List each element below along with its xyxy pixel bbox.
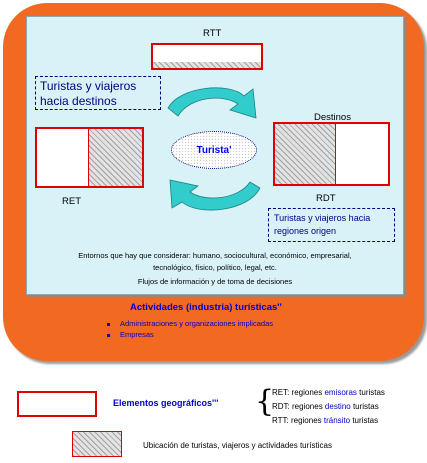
activities-title: Actividades (industria) turísticas'' [130, 302, 282, 313]
arrow-to-destination-icon [167, 87, 257, 119]
rtt-label: RTT [203, 28, 222, 39]
legend-line-rdt: RDT: regiones destino turistas [272, 402, 379, 411]
return-flow-box: Turistas y viajeros hacia regiones orige… [268, 208, 395, 242]
legend-hatch-swatch [72, 431, 122, 457]
outbound-flow-box: Turistas y viajeros hacia destinos [35, 76, 161, 110]
bullet-icon [107, 333, 110, 337]
rtt-box [151, 43, 263, 70]
activities-item: Empresas [107, 330, 154, 339]
bullet-icon [107, 322, 110, 326]
ret-label: RET [62, 196, 81, 207]
brace-icon: { [255, 384, 275, 419]
environments-text: Entornos que hay que considerar: humano,… [78, 251, 352, 272]
ret-hatch [88, 129, 142, 186]
ret-box [35, 127, 144, 188]
legend-geo-swatch [17, 391, 97, 417]
rtt-hatch [153, 62, 261, 68]
arrow-to-origin-icon [169, 179, 261, 211]
turista-node: Turista' [171, 131, 257, 169]
legend-hatch-text: Ubicación de turistas, viajeros y activi… [143, 441, 332, 450]
rdt-label: RDT [316, 193, 336, 204]
legend-line-ret: RET: regiones emisoras turistas [272, 388, 385, 397]
rdt-box [273, 122, 390, 186]
rdt-hatch [275, 124, 336, 184]
activities-item: Administraciones y organizaciones implic… [107, 319, 273, 328]
legend-geo-title: Elementos geográficos''' [113, 398, 219, 408]
destinos-label: Destinos [314, 112, 351, 123]
legend-line-rtt: RTT: regiones tránsito turistas [272, 416, 379, 425]
information-flows-text: Flujos de información y de toma de decis… [137, 277, 293, 286]
